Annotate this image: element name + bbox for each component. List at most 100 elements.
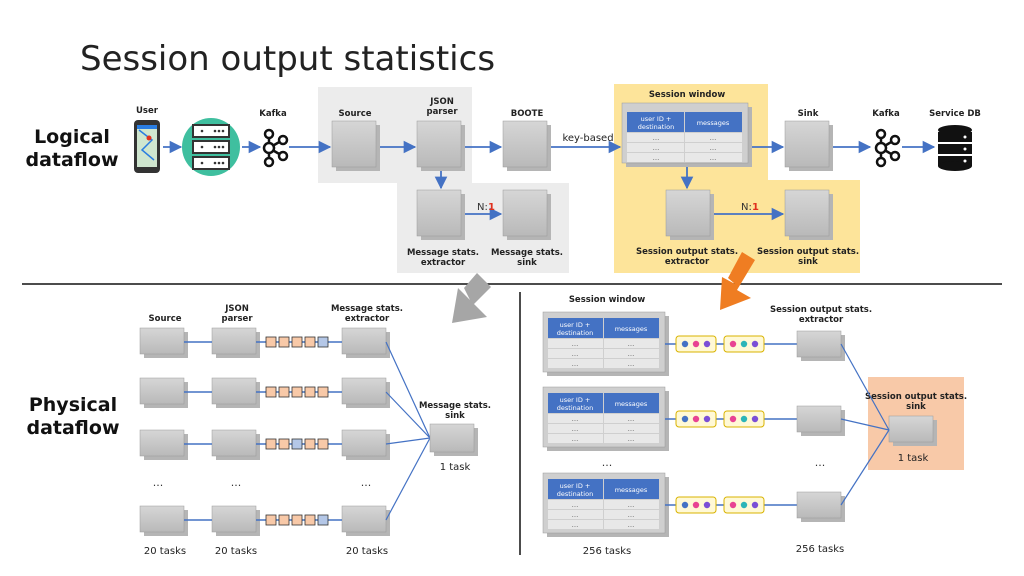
source-label: Source (338, 109, 371, 119)
table-cell: ... (628, 501, 635, 509)
table-cell: ... (628, 415, 635, 423)
phys-sess-extractor-label-2: extractor (799, 315, 844, 325)
sess-extractor-label-2: extractor (665, 257, 710, 267)
svg-text:...: ... (710, 154, 717, 162)
table-cell: ... (628, 425, 635, 433)
phys-one-task-left: 1 task (440, 462, 471, 473)
phys-sess-sink-box (888, 415, 937, 446)
kafka-in-label: Kafka (259, 109, 287, 119)
queue-item (291, 514, 303, 526)
queue-item (317, 514, 329, 526)
ratio-n: N: (741, 202, 752, 213)
queue-item (317, 336, 329, 348)
queue-item (317, 438, 329, 450)
event-dot (692, 340, 700, 348)
table-cell: ... (628, 350, 635, 358)
sess-extractor-box (665, 189, 714, 240)
boote-label: BOOTE (511, 109, 544, 119)
svg-text:messages: messages (697, 119, 730, 127)
table-cell: ... (572, 415, 579, 423)
event-dot (751, 340, 759, 348)
phys-msg-sink-label-2: sink (445, 411, 465, 421)
ratio-one: 1 (752, 202, 759, 213)
orange-big-arrow (720, 252, 755, 310)
table-header-messages: messages (615, 486, 648, 494)
svg-text:...: ... (653, 154, 660, 162)
table-cell: ... (628, 435, 635, 443)
phys-sess-extractor-box (796, 405, 845, 436)
phone-icon (134, 120, 160, 173)
msg-sink-box (502, 189, 551, 240)
event-dot (751, 415, 759, 423)
phys-source-box (139, 505, 188, 536)
table-cell: ... (628, 521, 635, 529)
tasks-source: 20 tasks (144, 546, 186, 557)
ellipsis: ... (153, 476, 164, 489)
msg-extractor-label-1: Message stats. (407, 248, 479, 258)
table-cell: ... (572, 350, 579, 358)
queue-item (278, 336, 290, 348)
json-parser-label-1: JSON (429, 97, 454, 107)
queue-item (265, 386, 277, 398)
sess-sink-label-2: sink (798, 257, 818, 267)
event-dot (681, 415, 689, 423)
physical-label-2: dataflow (26, 417, 119, 439)
event-dot (703, 415, 711, 423)
kafka-out-label: Kafka (872, 109, 900, 119)
phys-msg-extractor-box (341, 429, 390, 460)
connector (840, 429, 890, 506)
msg-extractor-box (416, 189, 465, 240)
msg-extractor-label-2: extractor (421, 258, 466, 268)
table-cell: ... (572, 511, 579, 519)
table-header-key: destination (557, 490, 593, 498)
ellipsis: ... (602, 456, 613, 469)
event-dot (692, 501, 700, 509)
table-cell: ... (628, 511, 635, 519)
phys-msg-extractor-box (341, 377, 390, 408)
user-label: User (136, 106, 159, 116)
table-header-messages: messages (615, 325, 648, 333)
phys-sess-extractor-box (796, 330, 845, 361)
table-cell: ... (572, 435, 579, 443)
sink-label: Sink (798, 109, 819, 119)
kafka-icon (874, 128, 901, 168)
json-parser-box (416, 120, 465, 171)
service-db-label: Service DB (929, 109, 981, 119)
sink-box (784, 120, 833, 171)
event-dot (751, 501, 759, 509)
queue-item (304, 386, 316, 398)
tasks-session-window: 256 tasks (583, 546, 632, 557)
table-cell: ... (628, 340, 635, 348)
queue-item (291, 386, 303, 398)
phys-json-box (211, 505, 260, 536)
svg-text:destination: destination (638, 123, 674, 131)
table-cell: ... (572, 340, 579, 348)
event-dot (740, 501, 748, 509)
ratio-one: 1 (488, 202, 495, 213)
source-box (331, 120, 380, 171)
svg-text:...: ... (653, 134, 660, 142)
svg-text:...: ... (710, 144, 717, 152)
phys-json-box (211, 377, 260, 408)
table-header-messages: messages (615, 400, 648, 408)
table-header-key: destination (557, 404, 593, 412)
connector (840, 418, 890, 431)
table-cell: ... (572, 360, 579, 368)
table-header-key: user ID + (560, 321, 591, 329)
connector (385, 341, 431, 439)
physical-label-1: Physical (29, 394, 117, 416)
msg-sink-label-1: Message stats. (491, 248, 563, 258)
logical-arrows (163, 140, 936, 221)
phys-session-window-label: Session window (569, 295, 646, 305)
session-window-label: Session window (649, 90, 726, 100)
physical-left-grid (139, 327, 431, 536)
tasks-json: 20 tasks (215, 546, 257, 557)
event-dot (681, 340, 689, 348)
ellipsis: ... (361, 476, 372, 489)
sess-sink-box (784, 189, 833, 240)
connector (385, 391, 431, 439)
phys-source-box (139, 327, 188, 358)
table-cell: ... (572, 501, 579, 509)
queue-item (265, 438, 277, 450)
